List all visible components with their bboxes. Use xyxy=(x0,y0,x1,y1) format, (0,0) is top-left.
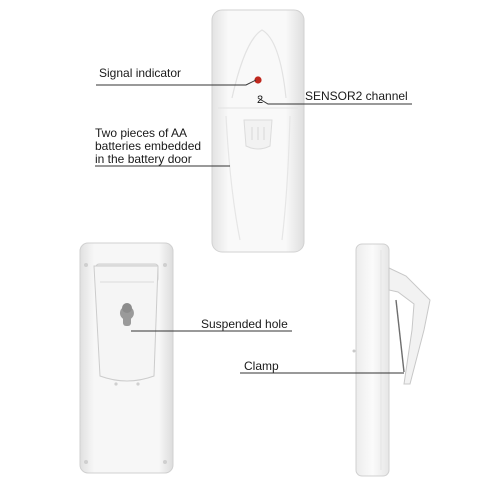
callout-battery-line3: in the battery door xyxy=(95,152,192,166)
callout-clamp: Clamp xyxy=(244,359,279,373)
signal-led xyxy=(254,76,262,84)
callout-sensor2-channel: SENSOR2 channel xyxy=(305,89,408,103)
callout-suspended-hole: Suspended hole xyxy=(201,317,288,331)
callout-lines xyxy=(95,79,412,374)
callout-signal-indicator: Signal indicator xyxy=(99,66,182,80)
front-view-device xyxy=(211,9,305,253)
callout-line-signal xyxy=(96,79,257,86)
callout-line-channel xyxy=(257,97,412,105)
callout-battery-line1: Two pieces of AA xyxy=(95,126,188,140)
back-view-device xyxy=(79,242,174,474)
channel-number: 2 xyxy=(257,94,264,106)
callout-battery-line2: batteries embedded xyxy=(95,139,202,153)
side-view-device xyxy=(352,243,431,477)
